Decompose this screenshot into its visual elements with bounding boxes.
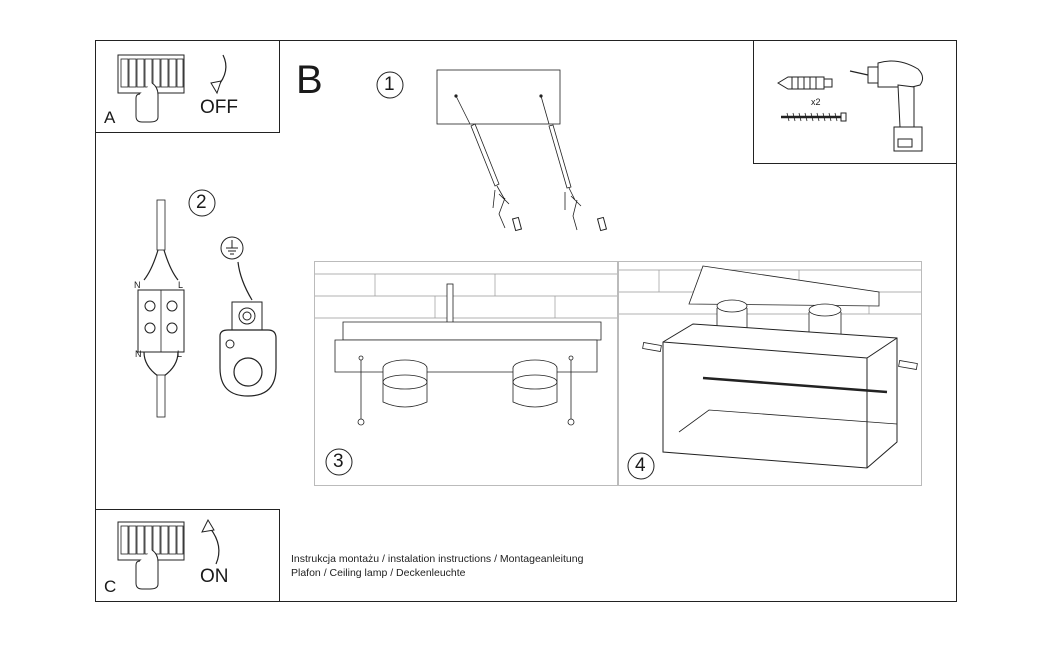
ceiling-drilling-illustration [436, 69, 608, 232]
panel-c-letter: C [104, 577, 117, 596]
caption-line-1: Instrukcja montażu / instalation instruc… [291, 553, 584, 565]
quantity-label: x2 [811, 97, 821, 107]
power-on-label: ON [200, 566, 229, 587]
terminal-n-bottom-label: N [135, 349, 142, 359]
terminal-n-top-label: N [134, 280, 141, 290]
section-b-letter: B [296, 58, 323, 102]
panel-c-power-on: C ON [95, 509, 280, 602]
terminal-block-wiring-diagram [137, 199, 185, 418]
step-4-number: 4 [635, 455, 646, 476]
drill-icon [849, 60, 924, 152]
lamp-body-mounting-illustration [619, 265, 921, 469]
panel-a-power-off: A OFF [95, 40, 280, 133]
step-3-number: 3 [333, 451, 344, 472]
terminal-l-bottom-label: L [177, 349, 183, 359]
step-3-number-circle [325, 448, 353, 476]
ceiling-bracket-illustration [315, 273, 617, 426]
wall-plug-icon [777, 76, 833, 90]
fuse-box-icon [117, 521, 185, 590]
step-2-number: 2 [196, 192, 207, 213]
panel-tools: x2 [753, 40, 957, 164]
screw-icon [781, 112, 847, 122]
ground-terminal-illustration [219, 261, 277, 397]
ground-symbol-icon [220, 236, 244, 260]
step-4-panel: 4 [618, 261, 922, 486]
power-off-label: OFF [200, 97, 238, 118]
step-4-number-circle [627, 452, 655, 480]
rotate-up-arrow-icon [201, 518, 220, 565]
step-3-panel: 3 [314, 261, 618, 486]
instruction-sheet-frame [95, 40, 957, 602]
instruction-caption: Instrukcja montażu / instalation instruc… [291, 552, 583, 580]
step-1-number-circle [376, 71, 404, 99]
step-1-number: 1 [384, 74, 395, 95]
fuse-box-icon [117, 54, 185, 123]
caption-line-2: Plafon / Ceiling lamp / Deckenleuchte [291, 567, 466, 579]
rotate-down-arrow-icon [210, 54, 227, 95]
step-2-number-circle [188, 189, 216, 217]
terminal-l-top-label: L [178, 280, 184, 290]
panel-a-letter: A [104, 108, 116, 127]
